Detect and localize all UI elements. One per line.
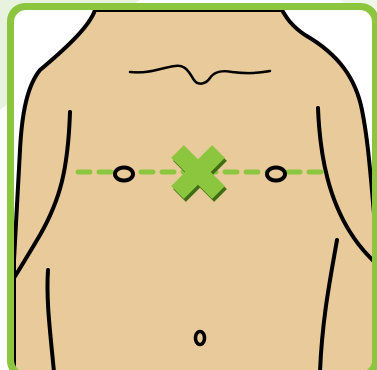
navel — [196, 332, 205, 345]
left-nipple — [115, 168, 133, 181]
right-nipple — [267, 168, 285, 181]
